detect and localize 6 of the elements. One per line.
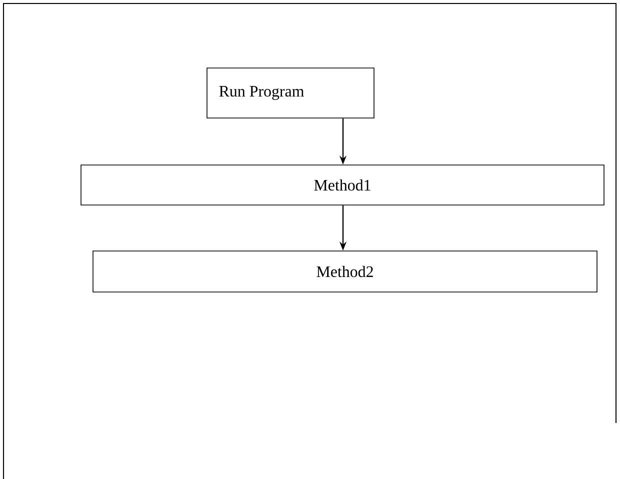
node-label: Method2	[316, 266, 373, 278]
process-box	[92, 250, 598, 292]
node-label: Method1	[314, 179, 370, 191]
process-box	[206, 68, 374, 118]
process-box	[80, 164, 604, 206]
node-label: Run Program	[219, 86, 304, 100]
